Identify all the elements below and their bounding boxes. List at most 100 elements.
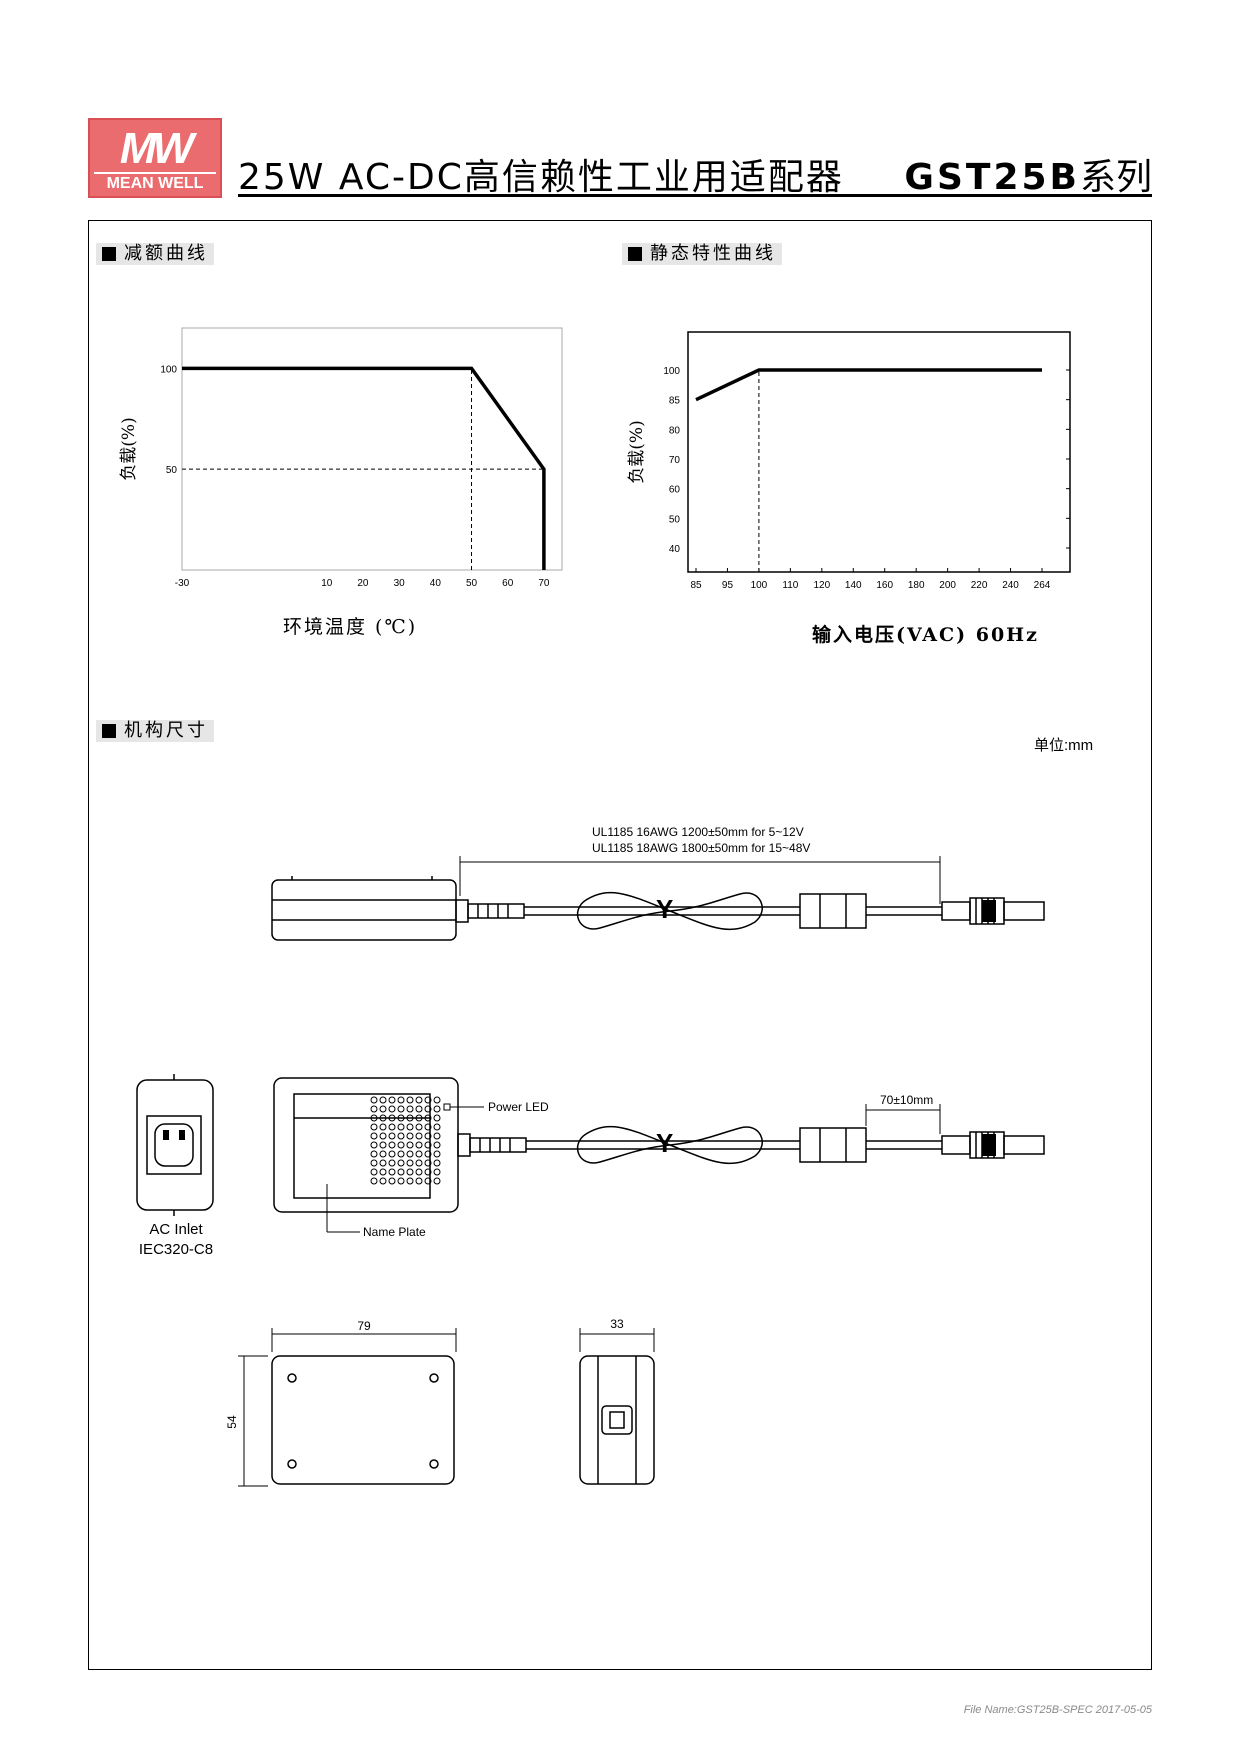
name-plate-label: Name Plate bbox=[363, 1225, 426, 1239]
vent-hole bbox=[388, 1141, 396, 1149]
derating-x-tick-4: 40 bbox=[430, 578, 442, 589]
vent-hole bbox=[424, 1132, 432, 1140]
height-dimension: 54 bbox=[225, 1415, 239, 1429]
vent-hole bbox=[406, 1096, 414, 1104]
vent-hole bbox=[370, 1105, 378, 1113]
vent-hole bbox=[415, 1105, 423, 1113]
derating-x-tick-1: 10 bbox=[321, 578, 333, 589]
vent-hole bbox=[415, 1123, 423, 1131]
static-series-line-0 bbox=[695, 368, 1042, 402]
static-x-tick-9: 220 bbox=[971, 580, 988, 591]
vent-hole bbox=[415, 1150, 423, 1158]
vent-hole bbox=[415, 1168, 423, 1176]
vent-hole bbox=[379, 1159, 387, 1167]
vent-hole bbox=[424, 1141, 432, 1149]
static-y-tick-5: 85 bbox=[669, 396, 681, 407]
twist-tie-top: Y bbox=[656, 894, 673, 924]
derating-series-line-0 bbox=[182, 366, 546, 570]
cable-mid bbox=[526, 1125, 800, 1165]
vent-hole bbox=[424, 1159, 432, 1167]
static-plot-frame bbox=[687, 331, 1071, 573]
static-y-tick-4: 80 bbox=[669, 425, 681, 436]
ac-inlet-type: IEC320-C8 bbox=[139, 1241, 213, 1258]
derating-ylabel: 负载(%) bbox=[119, 417, 139, 480]
vent-hole bbox=[388, 1177, 396, 1185]
vent-hole bbox=[433, 1150, 441, 1158]
static-x-tick-10: 240 bbox=[1002, 580, 1019, 591]
section-static-curve: 静态特性曲线 bbox=[622, 243, 782, 265]
vent-hole bbox=[388, 1096, 396, 1104]
vent-hole bbox=[379, 1132, 387, 1140]
vent-hole bbox=[406, 1114, 414, 1122]
static-x-tick-3: 110 bbox=[782, 580, 798, 591]
vent-hole bbox=[397, 1168, 405, 1176]
series-model: GST25B bbox=[904, 157, 1080, 198]
ferrite-core-top bbox=[799, 893, 867, 929]
mechanical-drawings: Y Y UL1185 16AWG 1200±50mm for 5~12V UL1… bbox=[136, 825, 1045, 1487]
vent-hole bbox=[388, 1150, 396, 1158]
static-xlabel: 输入电压(VAC) 60Hz bbox=[812, 624, 1039, 646]
derating-xlabel: 环境温度 (℃) bbox=[283, 616, 418, 638]
cable-spec-2: UL1185 18AWG 1800±50mm for 15~48V bbox=[592, 841, 810, 855]
adapter-side-view bbox=[271, 876, 457, 941]
static-x-tick-7: 180 bbox=[908, 580, 925, 591]
vent-hole bbox=[424, 1177, 432, 1185]
strain-relief-mid bbox=[457, 1133, 527, 1157]
vent-hole bbox=[424, 1168, 432, 1176]
derating-x-tick-7: 70 bbox=[538, 578, 550, 589]
vent-hole bbox=[379, 1177, 387, 1185]
vent-hole bbox=[415, 1177, 423, 1185]
vent-hole bbox=[415, 1114, 423, 1122]
derating-x-tick-2: 20 bbox=[357, 578, 369, 589]
vent-hole bbox=[388, 1123, 396, 1131]
vent-hole bbox=[370, 1114, 378, 1122]
depth-dimension: 33 bbox=[610, 1317, 624, 1331]
vent-hole bbox=[433, 1114, 441, 1122]
logo-text: MEAN WELL bbox=[94, 172, 216, 194]
static-y-tick-3: 70 bbox=[669, 455, 681, 466]
series-name: GST25B系列 bbox=[904, 148, 1152, 200]
mean-well-logo: MW MEAN WELL bbox=[88, 118, 222, 198]
cable-top bbox=[524, 891, 800, 931]
vent-hole bbox=[379, 1114, 387, 1122]
vent-hole bbox=[406, 1150, 414, 1158]
static-y-tick-0: 40 bbox=[669, 544, 681, 555]
vent-hole bbox=[370, 1132, 378, 1140]
vent-hole bbox=[433, 1159, 441, 1167]
vent-hole bbox=[397, 1177, 405, 1185]
vent-hole bbox=[379, 1168, 387, 1176]
vent-hole bbox=[370, 1123, 378, 1131]
vent-hole bbox=[388, 1159, 396, 1167]
vent-hole bbox=[370, 1096, 378, 1104]
vent-hole bbox=[397, 1114, 405, 1122]
strain-relief-top bbox=[455, 899, 525, 923]
vent-hole bbox=[388, 1168, 396, 1176]
static-x-tick-11: 264 bbox=[1034, 580, 1051, 591]
section-derating-curve: 减额曲线 bbox=[96, 243, 214, 265]
vent-hole bbox=[424, 1114, 432, 1122]
static-x-tick-0: 85 bbox=[690, 580, 702, 591]
static-x-tick-1: 95 bbox=[722, 580, 734, 591]
adapter-bottom-view bbox=[271, 1355, 455, 1485]
vent-hole bbox=[379, 1150, 387, 1158]
section-mechanical: 机构尺寸 bbox=[96, 720, 214, 742]
header-rule bbox=[238, 194, 1152, 197]
vent-hole bbox=[424, 1105, 432, 1113]
adapter-end-view bbox=[579, 1355, 655, 1485]
cable-spec-1: UL1185 16AWG 1200±50mm for 5~12V bbox=[592, 825, 804, 839]
vent-hole bbox=[406, 1168, 414, 1176]
static-y-tick-2: 60 bbox=[669, 485, 681, 496]
vent-hole bbox=[424, 1123, 432, 1131]
derating-plot-frame bbox=[181, 327, 563, 571]
logo-mark: MW bbox=[119, 124, 194, 173]
vent-hole bbox=[415, 1159, 423, 1167]
twist-tie-mid: Y bbox=[656, 1128, 673, 1158]
width-dimension: 79 bbox=[357, 1319, 371, 1333]
vent-hole bbox=[379, 1141, 387, 1149]
static-y-tick-1: 50 bbox=[669, 514, 681, 525]
derating-x-tick-3: 30 bbox=[394, 578, 406, 589]
vent-hole bbox=[397, 1159, 405, 1167]
vent-hole bbox=[379, 1105, 387, 1113]
vent-hole bbox=[370, 1159, 378, 1167]
